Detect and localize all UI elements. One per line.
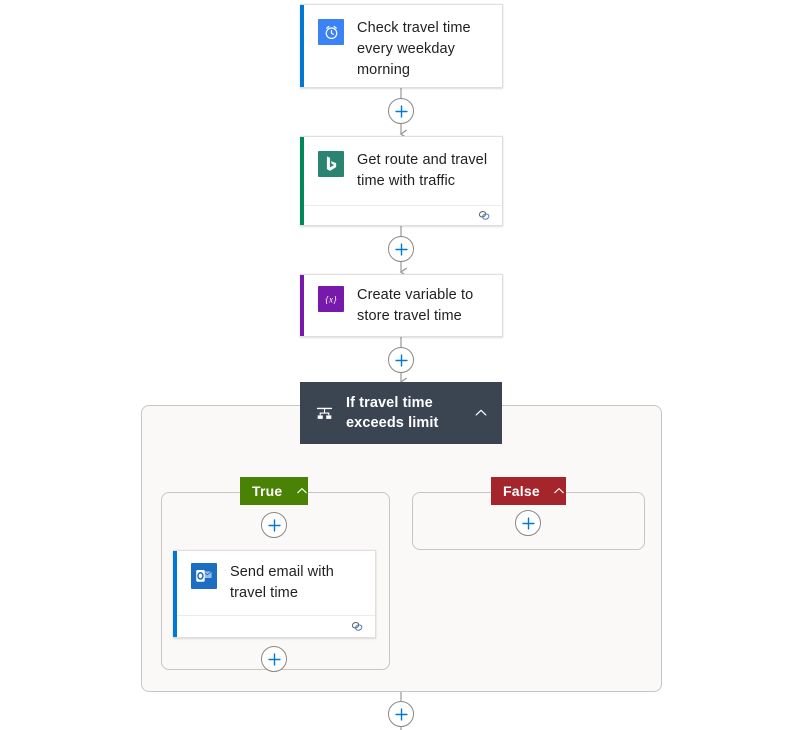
branch-label-false[interactable]: False [491, 477, 566, 505]
add-step-button-after-bing-maps[interactable] [388, 236, 414, 262]
condition-title: If travel time exceeds limit [346, 395, 439, 431]
condition-branch-icon [314, 404, 334, 423]
condition-card-if[interactable]: If travel time exceeds limit [300, 382, 502, 444]
card-accent-bar [173, 551, 177, 637]
card-accent-bar [300, 137, 304, 225]
card-title: Send email with travel time [230, 564, 334, 601]
card-accent-bar [300, 5, 304, 87]
chevron-up-icon[interactable] [294, 482, 309, 500]
add-step-button-true-branch-top[interactable] [261, 512, 287, 538]
add-step-button-after-variable[interactable] [388, 347, 414, 373]
action-card-send-email[interactable]: Send email with travel time [173, 550, 376, 638]
branch-label-true[interactable]: True [240, 477, 308, 505]
condition-scope-container [141, 405, 662, 692]
card-title: Check travel time every weekday morning [357, 20, 471, 78]
card-header: Get route and travel time with traffic [300, 137, 502, 205]
outlook-icon [191, 563, 217, 589]
bing-icon [318, 151, 344, 177]
card-header: Check travel time every weekday morning [300, 5, 502, 87]
card-accent-bar [300, 275, 304, 336]
card-header: {x} Create variable to store travel time [300, 275, 502, 336]
link-icon[interactable] [477, 209, 492, 222]
card-title: Create variable to store travel time [357, 287, 474, 324]
svg-text:{x}: {x} [325, 294, 337, 304]
branch-label-false-text: False [503, 483, 540, 499]
card-header: Send email with travel time [173, 551, 375, 615]
card-footer [300, 205, 502, 225]
add-step-button-true-branch-bottom[interactable] [261, 646, 287, 672]
card-footer [173, 615, 375, 637]
add-step-button-after-trigger[interactable] [388, 98, 414, 124]
add-step-button-false-branch[interactable] [515, 510, 541, 536]
trigger-card-recurrence[interactable]: Check travel time every weekday morning [300, 4, 503, 88]
add-step-button-after-condition[interactable] [388, 701, 414, 727]
chevron-up-icon[interactable] [552, 482, 567, 500]
clock-icon [318, 19, 344, 45]
action-card-bing-maps[interactable]: Get route and travel time with traffic [300, 136, 503, 226]
action-card-initialize-variable[interactable]: {x} Create variable to store travel time [300, 274, 503, 337]
branch-label-true-text: True [252, 483, 283, 499]
card-title: Get route and travel time with traffic [357, 152, 488, 189]
chevron-up-icon[interactable] [472, 404, 490, 422]
link-icon[interactable] [350, 620, 365, 633]
variable-braces-icon: {x} [318, 286, 344, 312]
